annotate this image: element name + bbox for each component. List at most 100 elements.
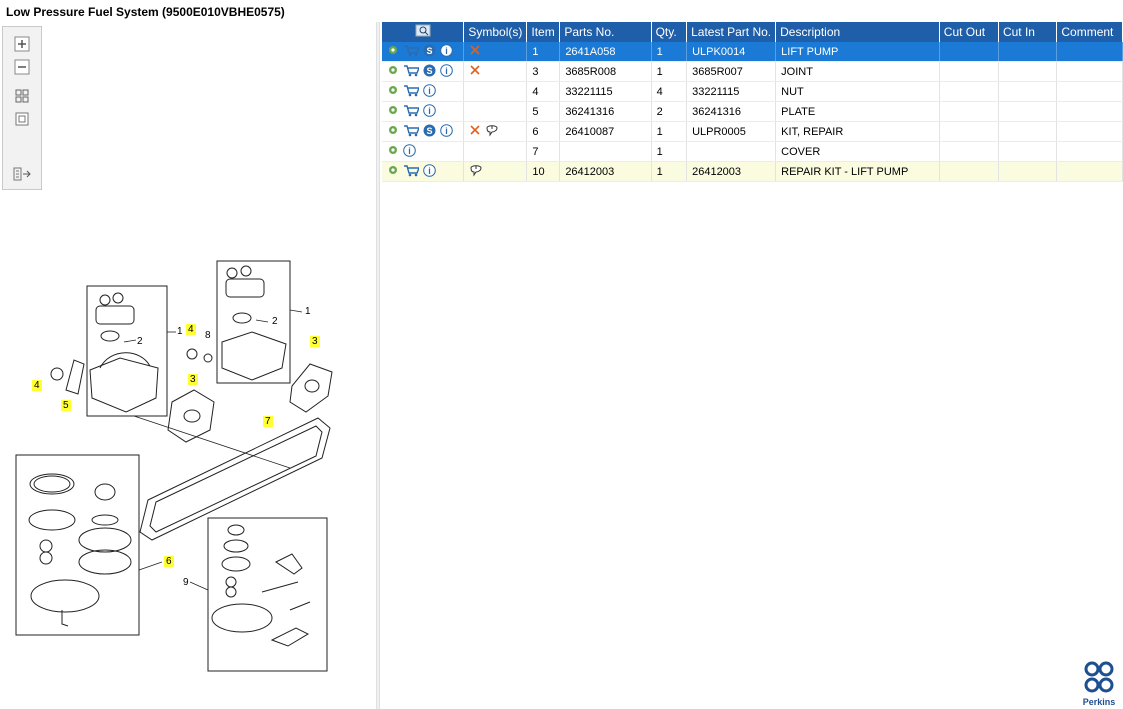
cell-description: NUT (775, 81, 940, 102)
pane-splitter[interactable] (376, 22, 380, 709)
info-icon[interactable]: i (423, 83, 436, 100)
cell-parts-no: 36241316 (559, 101, 652, 122)
cross-icon[interactable] (469, 44, 481, 59)
title-bar: Low Pressure Fuel System (9500E010VBHE05… (0, 0, 1123, 23)
window-title: Low Pressure Fuel System (9500E010VBHE05… (6, 5, 285, 19)
info-icon[interactable]: i (403, 143, 416, 160)
svg-text:i: i (428, 86, 431, 96)
export-button[interactable] (12, 165, 32, 183)
gear-icon[interactable] (387, 164, 399, 179)
callout-7[interactable]: 7 (263, 416, 273, 427)
cell-parts-no: 2641A058 (559, 42, 652, 62)
cart-icon[interactable] (403, 104, 421, 120)
zoom-out-button[interactable] (12, 58, 32, 76)
header-cut-in[interactable]: Cut In (998, 22, 1058, 42)
actual-size-icon (15, 112, 29, 126)
callout-3[interactable]: 3 (310, 336, 320, 347)
callout-4[interactable]: 4 (32, 380, 42, 391)
row-symbols (463, 61, 528, 82)
cell-cut-out (939, 121, 999, 142)
header-symbols[interactable]: Symbol(s) (463, 22, 528, 42)
header-qty[interactable]: Qty. (651, 22, 688, 42)
cell-comment (1056, 141, 1123, 162)
cell-item: 7 (526, 141, 561, 162)
gear-icon[interactable] (387, 64, 399, 79)
speech-icon[interactable] (469, 163, 483, 180)
cart-icon[interactable] (403, 64, 421, 80)
cell-comment (1056, 42, 1123, 62)
cell-description: KIT, REPAIR (775, 121, 940, 142)
gear-icon[interactable] (387, 144, 399, 159)
info-icon[interactable]: i (423, 103, 436, 120)
s-icon[interactable]: S (423, 124, 436, 140)
cart-icon[interactable] (403, 164, 421, 180)
cell-qty: 1 (651, 141, 688, 162)
cell-qty: 1 (651, 161, 688, 182)
zoom-toolbar (2, 26, 42, 190)
gear-icon[interactable] (387, 84, 399, 99)
cross-icon[interactable] (469, 64, 481, 79)
svg-text:i: i (408, 146, 411, 156)
svg-text:S: S (426, 126, 432, 136)
parts-list-pane: Symbol(s) Item Parts No. Qty. Latest Par… (380, 22, 1123, 709)
callout-3[interactable]: 3 (188, 374, 198, 385)
cart-icon[interactable] (403, 124, 421, 140)
header-cut-out[interactable]: Cut Out (939, 22, 999, 42)
row-symbols (463, 161, 528, 182)
cell-cut-in (998, 161, 1058, 182)
speech-icon[interactable] (485, 123, 499, 140)
cell-qty: 4 (651, 81, 688, 102)
info-icon[interactable]: i (440, 43, 453, 60)
info-icon[interactable]: i (440, 123, 453, 140)
gear-icon[interactable] (387, 104, 399, 119)
cell-cut-out (939, 61, 999, 82)
fit-page-button[interactable] (12, 87, 32, 105)
cell-cut-out (939, 141, 999, 162)
s-icon[interactable]: S (423, 44, 436, 60)
gear-icon[interactable] (387, 124, 399, 139)
cell-comment (1056, 101, 1123, 122)
cell-comment (1056, 121, 1123, 142)
cell-latest-part-no: ULPR0005 (686, 121, 777, 142)
svg-text:S: S (426, 46, 432, 56)
exploded-parts-diagram (15, 260, 333, 672)
callout-6[interactable]: 6 (164, 556, 174, 567)
header-comment[interactable]: Comment (1056, 22, 1123, 42)
diagram-pane[interactable]: 4 4 5 3 3 7 6 1 1 2 2 8 9 (0, 22, 376, 709)
cross-icon[interactable] (469, 124, 481, 139)
label-8: 8 (205, 330, 211, 341)
cell-latest-part-no: 26412003 (686, 161, 777, 182)
header-description[interactable]: Description (775, 22, 940, 42)
zoom-out-icon (14, 59, 30, 75)
callout-5[interactable]: 5 (61, 400, 71, 411)
zoom-in-button[interactable] (12, 35, 32, 53)
callout-4[interactable]: 4 (186, 324, 196, 335)
cart-icon[interactable] (403, 84, 421, 100)
header-latest-part-no[interactable]: Latest Part No. (686, 22, 777, 42)
header-item[interactable]: Item (526, 22, 561, 42)
svg-text:i: i (428, 106, 431, 116)
header-parts-no[interactable]: Parts No. (559, 22, 652, 42)
info-icon[interactable]: i (423, 163, 436, 180)
row-action-icons: i (382, 161, 465, 182)
header-tools[interactable] (382, 22, 465, 42)
cell-item: 10 (526, 161, 561, 182)
cell-latest-part-no: 36241316 (686, 101, 777, 122)
cell-comment (1056, 161, 1123, 182)
cell-qty: 1 (651, 42, 688, 62)
info-icon[interactable]: i (440, 63, 453, 80)
actual-size-button[interactable] (12, 110, 32, 128)
cell-parts-no: 33221115 (559, 81, 652, 102)
cart-icon[interactable] (403, 44, 421, 60)
cell-latest-part-no: ULPK0014 (686, 42, 777, 62)
row-symbols (463, 81, 528, 102)
s-icon[interactable]: S (423, 64, 436, 80)
gear-icon[interactable] (387, 44, 399, 59)
